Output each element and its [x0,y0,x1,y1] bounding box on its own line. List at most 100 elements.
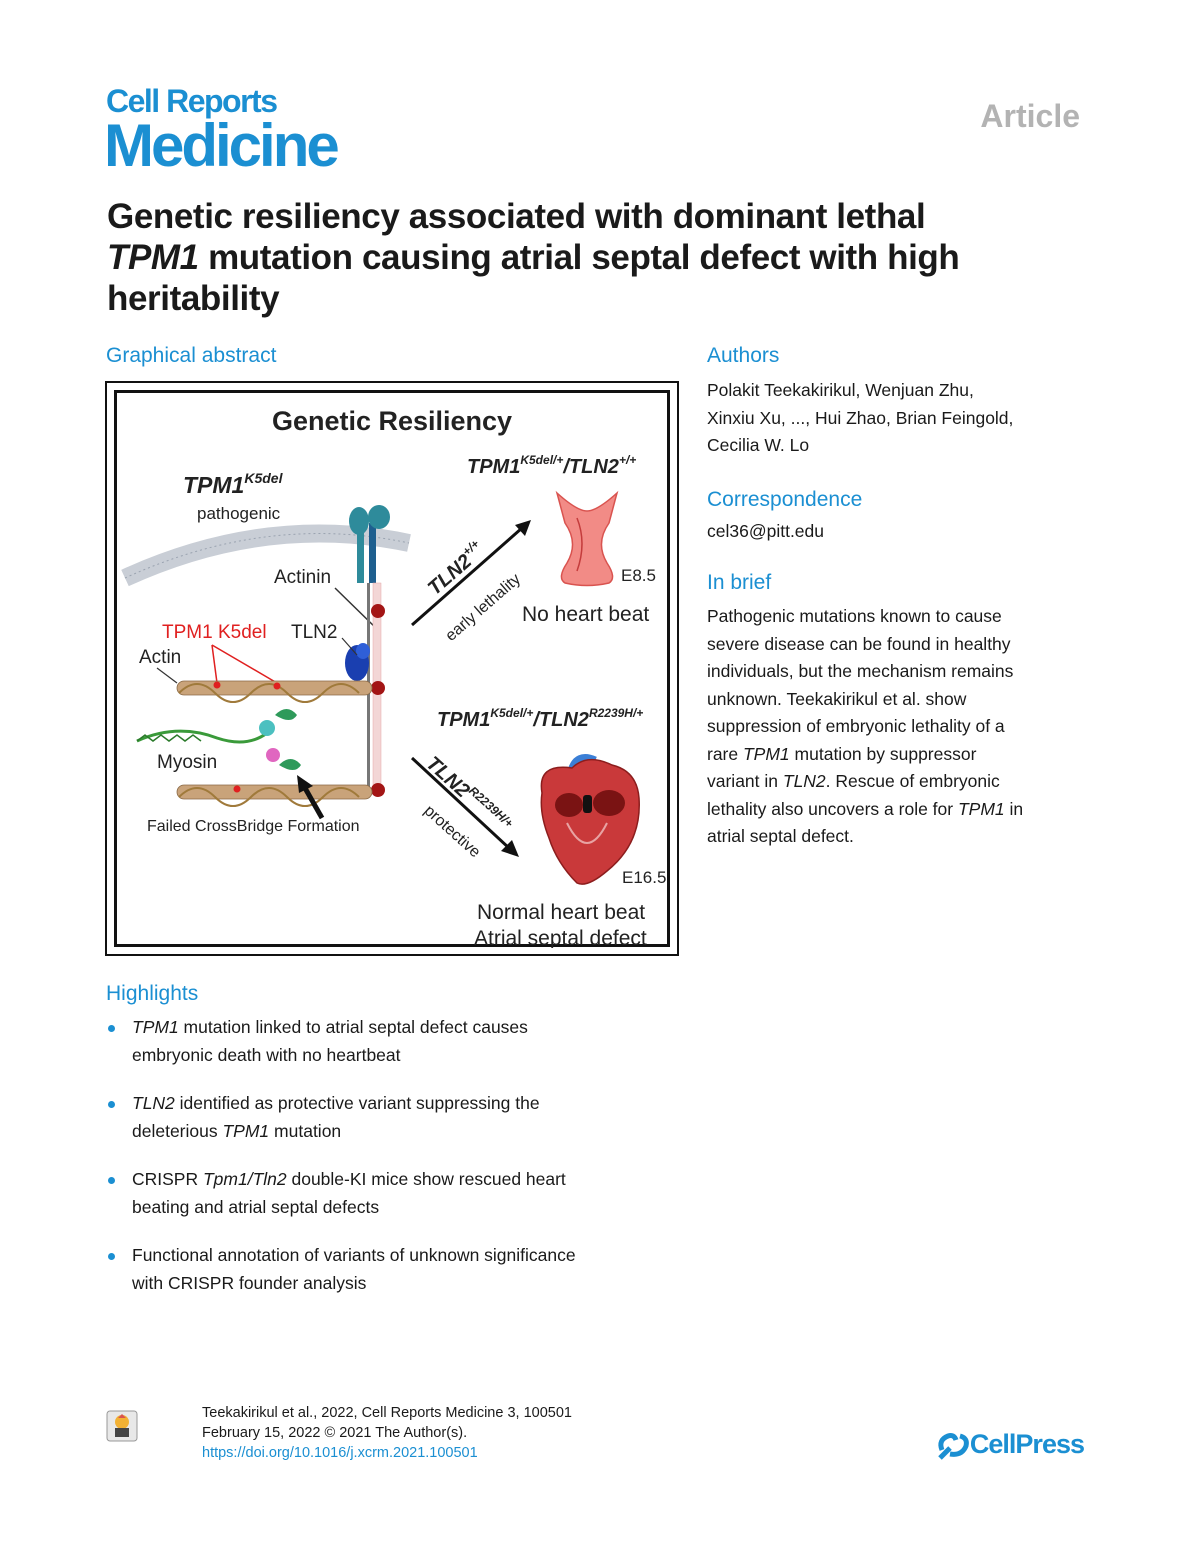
in-brief-gene-1: TPM1 [742,743,790,764]
arrow2-sub-label: protective [421,802,484,861]
doi-link[interactable]: https://doi.org/10.1016/j.xcrm.2021.1005… [202,1445,478,1461]
in-brief-line-3: individuals, but the mechanism remains [707,661,1014,681]
figure-normal-heart-beat: Normal heart beat [477,901,645,924]
figure-tpm1-label: TPM1K5del [183,470,284,498]
highlight-2-line-2: deleterious TPM1 mutation [132,1118,676,1146]
tln2-pointer [341,637,358,656]
in-brief-line-6-a: rare [707,743,743,764]
arrow2-gene: TLN2 [422,752,474,802]
correspondence-heading: Correspondence [707,488,863,511]
z-disc-1 [371,604,385,618]
citation-block: Teekakirikul et al., 2022, Cell Reports … [202,1403,572,1463]
highlight-item: TPM1 mutation linked to atrial septal de… [106,1014,676,1069]
cellpress-wordmark: CellPress [969,1428,1085,1459]
correspondence-email[interactable]: cel36@pitt.edu [707,521,825,541]
highlight-item: Functional annotation of variants of unk… [106,1242,676,1297]
in-brief-line-8-a: lethality also uncovers a role for [707,798,958,819]
figure-title: Genetic Resiliency [272,406,512,436]
highlight-2-gene-2: TPM1 [222,1120,270,1141]
date-line: February 15, 2022 © 2021 The Author(s). [202,1425,468,1441]
in-brief-gene-2: TLN2 [782,771,826,791]
mutation-dot-1 [213,681,221,689]
highlight-3-line-1: CRISPR Tpm1/Tln2 double-KI mice show res… [132,1166,676,1194]
mutation-dot-3 [233,785,241,793]
figure-no-heart-beat: No heart beat [522,603,649,626]
authors-line-3: Cecilia W. Lo [707,435,810,455]
z-disc-2 [371,681,385,695]
geno1-part-a: TPM1 [467,456,520,478]
figure-tpm1-k5del: TPM1 K5del [162,622,267,643]
in-brief-line-7-a: variant in [707,771,783,791]
highlight-item: TLN2 identified as protective variant su… [106,1090,676,1145]
myosin-head-1 [275,709,297,720]
figure-tpm1-sup: K5del [244,470,283,486]
highlights-heading: Highlights [106,982,199,1005]
pathway-arrow-1 [411,526,523,627]
in-brief-line-2: severe disease can be found in healthy [707,633,1011,654]
authors-line-2: Xinxiu Xu, ..., Hui Zhao, Brian Feingold… [707,407,1014,428]
figure-pathogenic: pathogenic [197,504,281,523]
title-line-2-rest: mutation causing atrial septal defect wi… [198,238,960,277]
figure-failed-crossbridge: Failed CrossBridge Formation [147,818,360,835]
highlight-2-gene: TLN2 [132,1093,175,1113]
arrow2-labels: TLN2R2239H/+ protective [421,752,516,861]
figure-e165: E16.5 [622,868,666,887]
k5del-pointer-2 [211,644,278,684]
heart-chamber-right [593,790,625,816]
embryonic-heart-tube [555,490,619,587]
geno2-sup-b: R2239H/+ [589,706,643,720]
cellpress-logo-icon [938,1433,969,1460]
pathway-arrowhead-2 [501,840,519,857]
highlight-1-line-2: embryonic death with no heartbeat [132,1044,401,1065]
pathway-arrow-2 [410,756,511,850]
bullet-icon [108,1101,115,1108]
heart-tube-lumen [576,517,583,572]
z-disc-3 [371,783,385,797]
integrin-stalk-1 [357,523,364,583]
geno1-sup-a: K5del/+ [520,453,563,467]
highlight-2-text-2a: deleterious [132,1120,223,1141]
highlight-item: CRISPR Tpm1/Tln2 double-KI mice show res… [106,1166,676,1221]
figure-atrial-septal-defect: Atrial septal defect [474,927,647,948]
tropomyosin-lower [178,787,360,807]
geno2-sup-a: K5del/+ [490,706,533,720]
myosin-light-chain-2 [266,748,280,762]
in-brief-line-7: variant in TLN2. Rescue of embryonic [707,768,1097,796]
cellpress-logo: CellPress [936,1428,1085,1460]
in-brief-line-5: suppression of embryonic lethality of a [707,716,1005,736]
talin-blob-head [356,643,370,659]
check-updates-svg [106,1410,138,1442]
article-type-label: Article [980,98,1080,134]
authors-list: Polakit Teekakirikul, Wenjuan Zhu, Xinxi… [707,377,1087,460]
graphical-abstract-frame: Genetic Resiliency TPM1K5del pathogenic … [114,390,670,950]
bullet-icon [108,1177,115,1184]
highlight-4-line-2: with CRISPR founder analysis [132,1272,367,1293]
graphical-abstract-svg: Genetic Resiliency TPM1K5del pathogenic … [121,406,666,950]
in-brief-line-1: Pathogenic mutations known to cause [707,606,1002,626]
figure-myosin: Myosin [157,752,217,773]
myosin-tail [136,729,268,744]
check-for-updates-icon[interactable] [106,1410,138,1447]
myosin-head-2 [279,759,301,770]
in-brief-line-8: lethality also uncovers a role for TPM1 … [707,796,1097,824]
bullet-icon [108,1025,115,1032]
heart-chamber-left [555,793,583,817]
highlights-list: TPM1 mutation linked to atrial septal de… [106,1014,676,1318]
highlight-1-text-1: mutation linked to atrial septal defect … [178,1017,528,1037]
geno1-sup-b: +/+ [619,453,636,467]
highlight-2-text-1: identified as protective variant suppres… [174,1093,540,1113]
integrin-stalk-2 [369,523,376,583]
geno1-part-b: /TLN2 [562,456,619,478]
geno2-part-b: /TLN2 [532,709,589,731]
highlight-2-line-1: TLN2 identified as protective variant su… [132,1090,676,1118]
title-gene: TPM1 [107,238,199,277]
k5del-pointer-1 [211,644,218,684]
geno2-part-a: TPM1 [437,709,490,731]
journal-name-line1: Cell Reports [106,83,278,119]
title-line-3: heritability [107,279,280,318]
crossbridge-arrow [302,786,325,820]
in-brief-text: Pathogenic mutations known to cause seve… [707,603,1097,851]
myosin-light-chain-1 [259,720,275,736]
citation-line: Teekakirikul et al., 2022, Cell Reports … [202,1405,572,1421]
title-line-2: TPM1 mutation causing atrial septal defe… [107,237,1097,278]
